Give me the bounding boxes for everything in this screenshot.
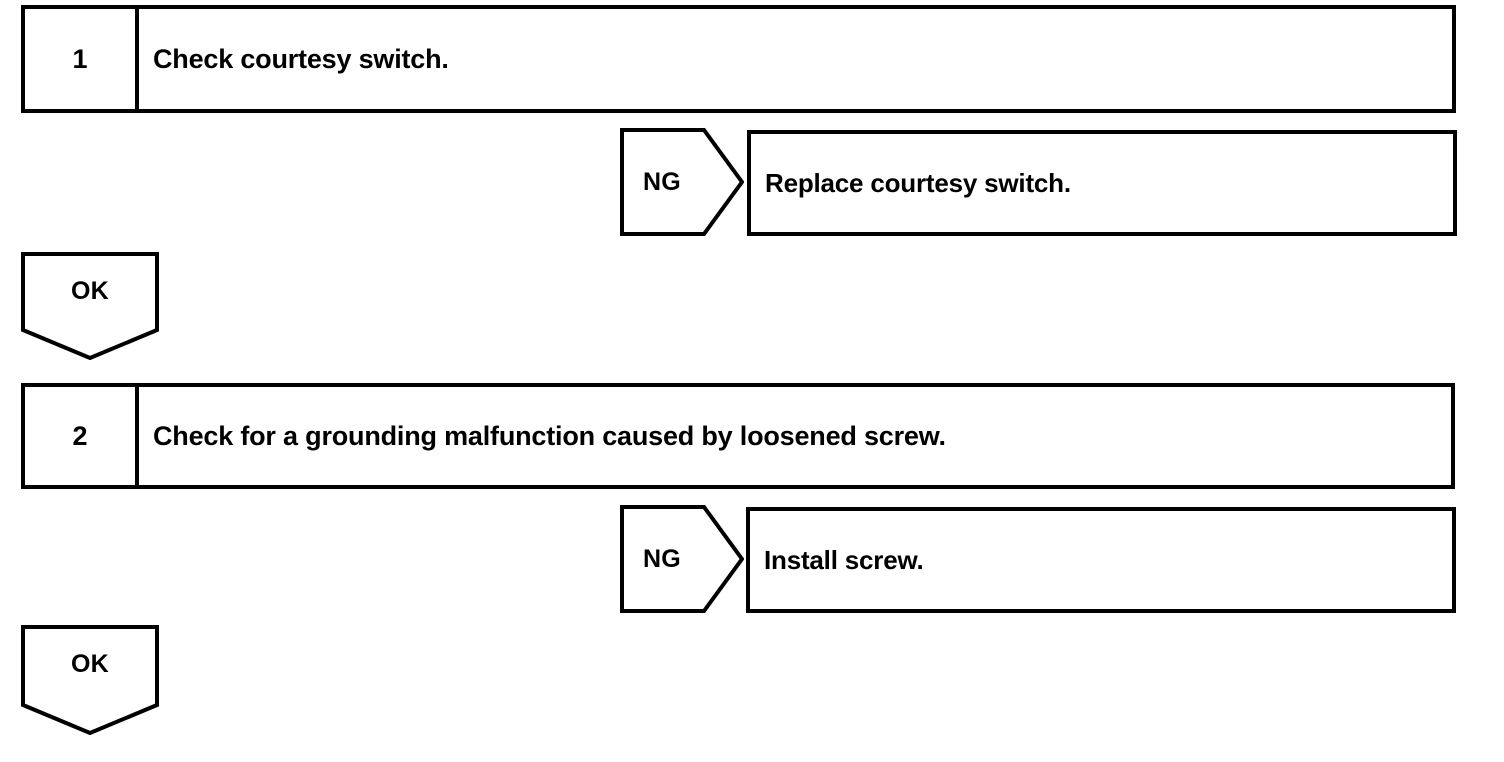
ng-arrow-1[interactable]: NG bbox=[620, 128, 744, 236]
ng-arrow-2-shape bbox=[620, 505, 744, 613]
ok-arrow-2[interactable]: OK bbox=[21, 625, 159, 735]
ng-arrow-2[interactable]: NG bbox=[620, 505, 744, 613]
ng-action-box-1[interactable]: Replace courtesy switch. bbox=[747, 130, 1457, 236]
ok-arrow-1-shape bbox=[21, 252, 159, 360]
step-box-1[interactable]: 1 Check courtesy switch. bbox=[21, 5, 1456, 113]
step-number-1: 1 bbox=[25, 9, 139, 109]
ng-arrow-1-shape bbox=[620, 128, 744, 236]
step-number-2: 2 bbox=[25, 387, 139, 485]
ok-arrow-1[interactable]: OK bbox=[21, 252, 159, 360]
step-box-2[interactable]: 2 Check for a grounding malfunction caus… bbox=[21, 383, 1455, 489]
step-instruction-1: Check courtesy switch. bbox=[153, 43, 449, 74]
ok-arrow-2-shape bbox=[21, 625, 159, 735]
ng-action-box-2[interactable]: Install screw. bbox=[746, 507, 1456, 613]
step-instruction-2: Check for a grounding malfunction caused… bbox=[153, 420, 946, 451]
